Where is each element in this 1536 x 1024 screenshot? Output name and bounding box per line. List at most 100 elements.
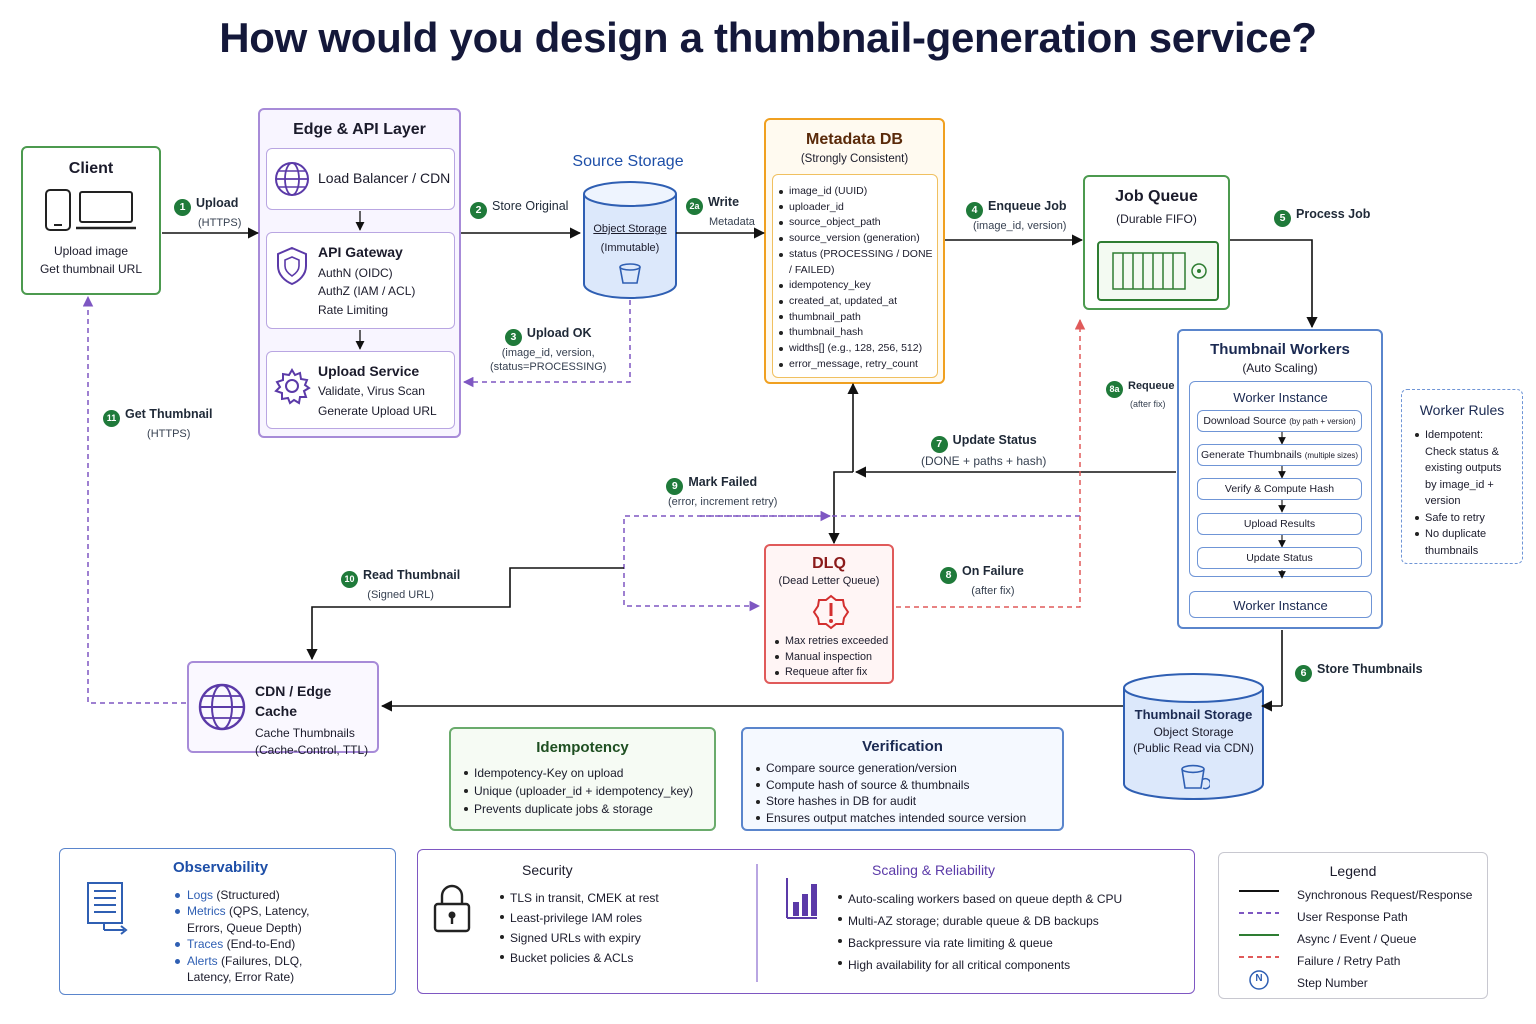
load-balancer-label: Load Balancer / CDN — [318, 170, 451, 186]
step-2a-badge: 2a — [686, 197, 703, 215]
worker-rules-title: Worker Rules — [1419, 402, 1505, 418]
api-gateway-title: API Gateway — [318, 244, 403, 260]
step-7-sub: (DONE + paths + hash) — [921, 453, 1047, 468]
step-9-badge: 9 — [666, 477, 684, 495]
worker-step-0-small: (by path + version) — [1289, 417, 1356, 426]
dlq-title: DLQ — [812, 555, 846, 572]
observability-key-3: Alerts — [187, 953, 218, 968]
scaling-title: Scaling & Reliability — [872, 862, 995, 878]
client-box: Client Upload image Get thumbnail URL — [21, 146, 161, 295]
metadata-field-1: uploader_id — [777, 200, 937, 216]
api-gateway-line-1: AuthN (OIDC) — [318, 265, 393, 280]
security-divider — [756, 864, 758, 982]
bar-chart-icon — [785, 876, 819, 920]
legend-item-4: Step Number — [1297, 976, 1368, 990]
step-5-text: Process Job — [1296, 207, 1371, 221]
step-3-sub-1: (image_id, version, — [501, 346, 595, 359]
step-10-sub: (Signed URL) — [367, 588, 434, 601]
step-2-label: 2 Store Original — [470, 198, 568, 219]
client-desc-2: Get thumbnail URL — [39, 262, 143, 276]
metadata-db-title: Metadata DB — [806, 131, 903, 148]
security-title: Security — [522, 862, 573, 878]
dlq-item-2: Requeue after fix — [773, 665, 888, 681]
metadata-field-8: thumbnail_hash — [777, 325, 937, 341]
verification-item-3: Ensures output matches intended source v… — [754, 810, 1062, 827]
worker-step-0: Download Source(by path + version) — [1197, 410, 1362, 432]
legend-item-0: Synchronous Request/Response — [1297, 888, 1473, 902]
source-storage-label-1: Object Storage — [593, 223, 667, 235]
step-9-sub: (error, increment retry) — [668, 495, 778, 508]
document-log-icon — [86, 881, 130, 935]
step-9-text: Mark Failed — [688, 475, 758, 489]
metadata-db-subtitle: (Strongly Consistent) — [800, 153, 909, 165]
upload-service-line-1: Validate, Virus Scan — [318, 384, 425, 399]
thumbnail-workers-title: Thumbnail Workers — [1210, 341, 1350, 358]
thumbnail-workers-subtitle: (Auto Scaling) — [1242, 361, 1318, 375]
step-1-text: Upload — [196, 196, 239, 210]
devices-icon — [44, 188, 138, 234]
observability-bullet-2 — [175, 942, 180, 948]
step-11-text: Get Thumbnail — [125, 407, 213, 421]
security-item-0: TLS in transit, CMEK at rest — [498, 888, 659, 908]
bucket-icon — [618, 262, 642, 286]
thumbnail-storage-line-1: Object Storage — [1153, 725, 1234, 739]
observability-box: Observability Logs (Structured)Metrics (… — [59, 848, 396, 995]
worker-rule-1: Safe to retry — [1413, 510, 1515, 527]
observability-rest-2: (End-to-End) — [223, 937, 296, 952]
observability-key-1: Metrics — [187, 904, 226, 919]
verification-box: Verification Compare source generation/v… — [741, 727, 1064, 831]
step-8a-text: Requeue — [1128, 380, 1175, 392]
worker-step-4-main: Update Status — [1246, 552, 1313, 564]
job-queue-box: Job Queue (Durable FIFO) — [1083, 175, 1230, 310]
step-8-sub: (after fix) — [971, 584, 1015, 597]
worker-step-3-main: Upload Results — [1243, 518, 1316, 530]
step-9-label: 9 Mark Failed (error, increment retry) — [646, 474, 777, 509]
scaling-item-3: High availability for all critical compo… — [836, 954, 1122, 976]
step-10-badge: 10 — [341, 570, 358, 588]
step-8-badge: 8 — [940, 566, 957, 584]
job-queue-subtitle: (Durable FIFO) — [1116, 212, 1197, 226]
legend-title: Legend — [1329, 863, 1377, 879]
load-balancer-box: Load Balancer / CDN — [266, 148, 455, 210]
step-3-text: Upload OK — [526, 326, 592, 340]
upload-service-line-2: Generate Upload URL — [318, 403, 437, 418]
worker-rules-box: Worker Rules Idempotent: Check status & … — [1401, 389, 1523, 564]
step-11-sub: (HTTPS) — [147, 427, 191, 440]
cdn-line-1: Cache Thumbnails — [255, 725, 355, 740]
thumbnail-storage-line-2: (Public Read via CDN) — [1133, 741, 1254, 755]
observability-title: Observability — [173, 859, 269, 876]
dlq-item-0: Max retries exceeded — [773, 634, 888, 650]
thumbnail-storage-cylinder: Thumbnail Storage Object Storage (Public… — [1122, 672, 1265, 802]
observability-rest-3: (Failures, DLQ, Latency, Error Rate) — [187, 953, 303, 985]
idempotency-item-1: Unique (uploader_id + idempotency_key) — [462, 782, 714, 800]
step-1-sub: (HTTPS) — [198, 216, 242, 229]
legend-item-1: User Response Path — [1297, 910, 1408, 924]
gear-icon — [272, 366, 312, 406]
security-item-3: Bucket policies & ACLs — [498, 948, 659, 968]
observability-bullet-1 — [175, 909, 180, 915]
worker-step-1-small: (multiple sizes) — [1304, 451, 1359, 460]
step-2-badge: 2 — [470, 201, 487, 219]
worker-instance-2: Worker Instance — [1189, 591, 1372, 618]
step-2-text: Store Original — [492, 199, 569, 213]
upload-service-box: Upload Service Validate, Virus Scan Gene… — [266, 351, 455, 429]
worker-step-3: Upload Results — [1197, 513, 1362, 535]
bucket-sync-icon — [1180, 764, 1210, 792]
idempotency-item-2: Prevents duplicate jobs & storage — [462, 800, 714, 818]
observability-rest-1: (QPS, Latency, Errors, Queue Depth) — [187, 904, 310, 935]
step-4-badge: 4 — [966, 201, 983, 219]
metadata-field-9: widths[] (e.g., 128, 256, 512) — [777, 341, 937, 357]
observability-bullet-0 — [175, 893, 180, 898]
source-storage-cylinder: Object Storage (Immutable) — [582, 180, 678, 300]
